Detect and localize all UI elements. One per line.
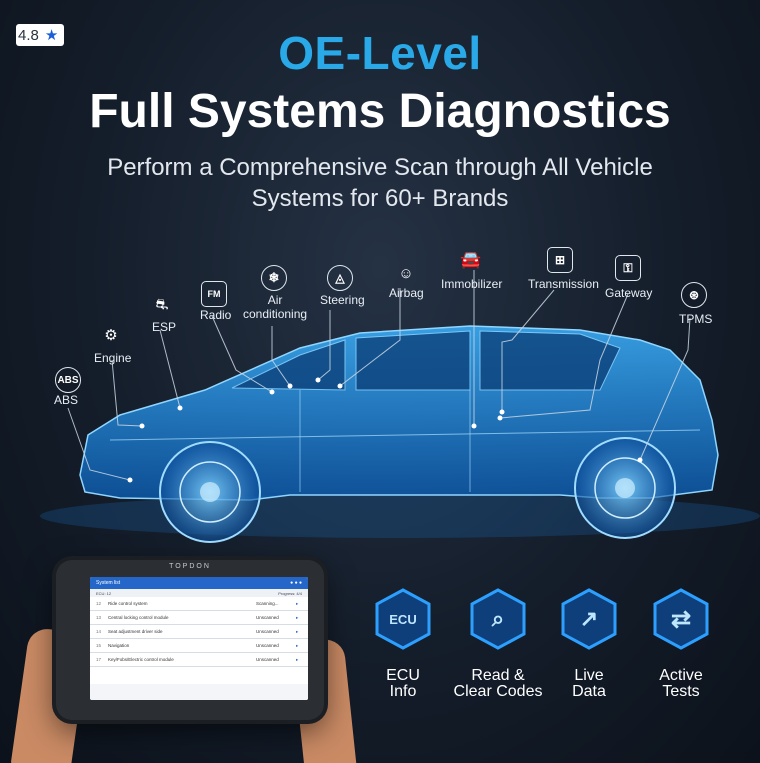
feature-label-line2: Tests (662, 683, 700, 700)
feature-active-tests: ⇄ Active Tests (646, 588, 716, 700)
system-label-engine: Engine (94, 351, 132, 365)
live-data-icon: ↗ (558, 588, 620, 650)
row-number: 12 (96, 601, 102, 606)
chevron-right-icon: ▸ (296, 643, 299, 648)
row-name: Seat adjustment driver side (108, 629, 163, 634)
transmission-icon: ⊞ (547, 247, 573, 273)
screen-progress-bar: ECU: 12 Progress: 4/4 (90, 589, 308, 597)
screen-toolbar-icons: ● ● ● (290, 580, 302, 586)
row-number: 15 (96, 643, 102, 648)
feature-label-line1: Live (574, 667, 604, 684)
system-label-esp: ESP (152, 320, 177, 334)
feature-label-line1: Read & (471, 667, 525, 684)
feature-glyph: ⌕ (491, 606, 505, 631)
system-label-airbag: Airbag (389, 286, 424, 300)
row-status: Unscanned (256, 643, 279, 648)
tablet-brand: TOPDON (169, 563, 211, 570)
system-label-radio: Radio (200, 308, 232, 322)
tpms-icon: ⊛ (681, 282, 707, 308)
chevron-right-icon: ▸ (296, 601, 299, 606)
chevron-right-icon: ▸ (296, 629, 299, 634)
system-row[interactable]: 15 Navigation Unscanned ▸ (90, 639, 308, 653)
system-row[interactable]: 12 Ride control system Scanning... ▸ (90, 597, 308, 611)
screen-progress: Progress: 4/4 (278, 591, 302, 596)
row-number: 14 (96, 629, 102, 634)
screen-nav-bar (90, 684, 308, 700)
subtitle: Perform a Comprehensive Scan through All… (107, 154, 653, 212)
engine-icon: ⚙ (104, 327, 118, 344)
row-number: 17 (96, 657, 102, 662)
row-status: Unscanned (256, 657, 279, 662)
feature-glyph: ECU (389, 611, 417, 627)
tablet-screen: System list ● ● ● ECU: 12 Progress: 4/4 … (90, 577, 308, 700)
esp-icon: ⛐ (155, 295, 169, 313)
feature-glyph: ⇄ (670, 605, 692, 633)
screen-ecu-count: ECU: 12 (96, 591, 112, 596)
system-label-steering: Steering (320, 293, 365, 307)
feature-live-data: ↗ Live Data (554, 588, 624, 700)
car-illustration (40, 270, 760, 543)
system-row[interactable]: 17 Key/Fobs/Electric control module Unsc… (90, 653, 308, 667)
ecu-chip-icon: ECU (372, 588, 434, 650)
feature-read-clear-codes: ⌕ Read & Clear Codes (454, 588, 542, 700)
system-row[interactable]: 14 Seat adjustment driver side Unscanned… (90, 625, 308, 639)
radio-icon: FM (201, 281, 227, 307)
feature-label-line2: Clear Codes (453, 683, 543, 700)
feature-ecu-info: ECU ECU Info (368, 588, 438, 700)
row-number: 13 (96, 615, 102, 620)
system-label-gateway: Gateway (605, 286, 653, 300)
feature-label-line1: Active (659, 667, 703, 684)
system-label-tpms: TPMS (679, 312, 713, 326)
airbag-icon: ☺ (398, 264, 414, 282)
headline-oe-level: OE-Level (278, 27, 482, 79)
feature-glyph: ↗ (579, 606, 599, 631)
system-row[interactable]: 13 Central locking control module Unscan… (90, 611, 308, 625)
feature-label-line2: Info (389, 683, 417, 700)
system-label-transmission: Transmission (528, 277, 599, 291)
row-status: Unscanned (256, 629, 279, 634)
active-tests-icon: ⇄ (650, 588, 712, 650)
row-name: Navigation (108, 643, 130, 648)
system-label-abs: ABS (54, 393, 79, 407)
gateway-icon: ⚿ (615, 255, 641, 281)
feature-label-line2: Data (572, 683, 606, 700)
system-label-air-conditioning: Air conditioning (243, 293, 308, 321)
screen-title: System list (96, 580, 121, 586)
air-conditioning-icon: ❄ (261, 265, 287, 291)
rating-value: 4.8 (18, 26, 39, 44)
row-status: Scanning... (256, 601, 279, 606)
abs-icon: ABS (55, 367, 81, 393)
feature-label-line1: ECU (386, 667, 420, 684)
row-status: Unscanned (256, 615, 279, 620)
immobilizer-icon: 🚘 (460, 250, 482, 269)
screen-title-bar: System list ● ● ● (90, 577, 308, 589)
star-icon: ★ (44, 27, 59, 44)
system-label-immobilizer: Immobilizer (441, 277, 503, 291)
headline-full-systems: Full Systems Diagnostics (89, 85, 671, 138)
read-clear-codes-icon: ⌕ (467, 588, 529, 650)
diagnostic-tablet: TOPDON System list ● ● ● ECU: 12 Progres… (56, 560, 324, 720)
chevron-right-icon: ▸ (296, 615, 299, 620)
chevron-right-icon: ▸ (296, 657, 299, 662)
steering-icon: ◬ (327, 265, 353, 291)
row-name: Ride control system (108, 601, 148, 606)
row-name: Key/Fobs/Electric control module (108, 657, 174, 662)
rating-badge: 4.8 ★ (16, 24, 65, 46)
row-name: Central locking control module (108, 615, 169, 620)
